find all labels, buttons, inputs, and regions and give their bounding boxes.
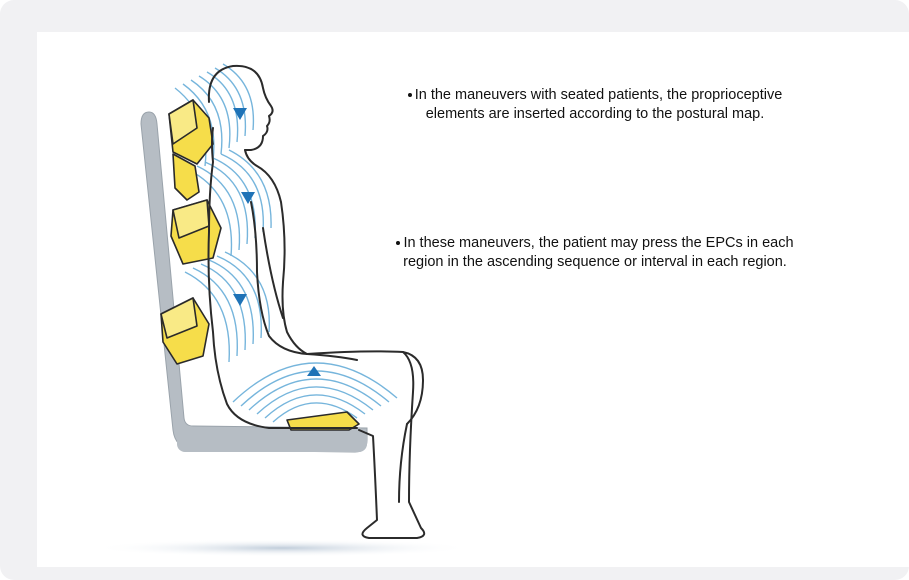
note-2-line-2: region in the ascending sequence or inte… (335, 253, 855, 272)
content-card: In the maneuvers with seated patients, t… (37, 32, 909, 567)
arrow-lower-back (233, 294, 247, 306)
bullet-icon (408, 93, 412, 97)
bullet-icon (396, 241, 400, 245)
note-1-line-1: In the maneuvers with seated patients, t… (415, 87, 783, 103)
note-maneuvers: In these maneuvers, the patient may pres… (335, 234, 855, 272)
note-2-line-1: In these maneuvers, the patient may pres… (403, 235, 793, 251)
direction-arrows (233, 108, 321, 376)
floor-shadow (92, 539, 472, 557)
note-seated-patients: In the maneuvers with seated patients, t… (335, 86, 855, 124)
note-1-line-2: elements are inserted according to the p… (335, 105, 855, 124)
